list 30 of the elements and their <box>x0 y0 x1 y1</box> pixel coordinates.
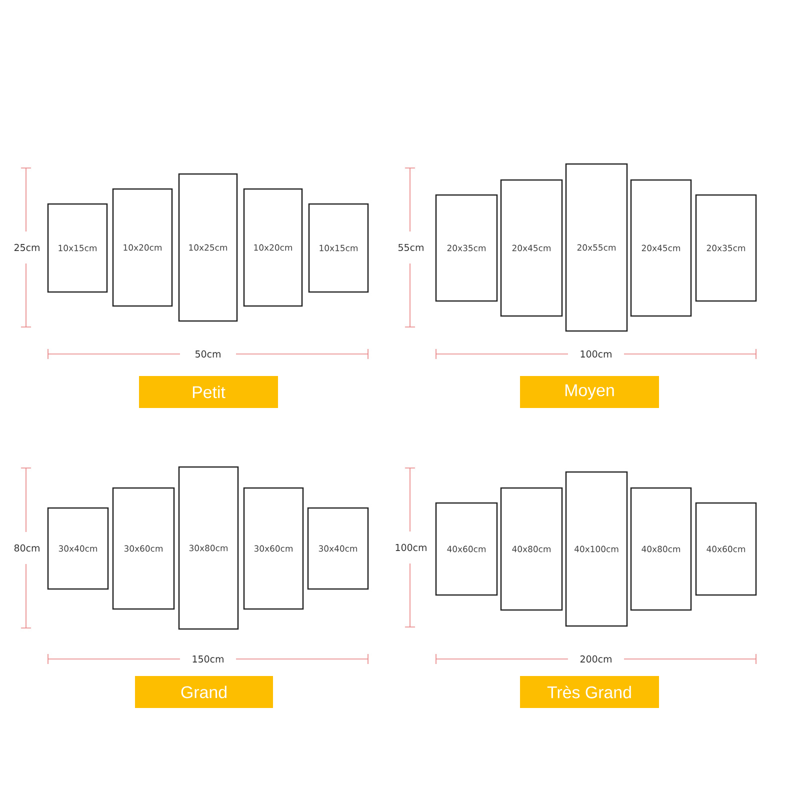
panel-box: 10x20cm <box>243 188 303 307</box>
panel-box: 20x35cm <box>435 194 498 302</box>
panel-box: 40x100cm <box>565 471 628 627</box>
dimension-label: 150cm <box>192 655 224 663</box>
panel-box: 40x60cm <box>695 502 757 596</box>
size-tag: Grand <box>135 676 273 708</box>
dimension-label: 55cm <box>398 244 424 252</box>
size-tag: Moyen <box>520 376 659 408</box>
panel-box: 10x15cm <box>308 203 369 293</box>
panel-box: 30x60cm <box>243 487 304 610</box>
dimension-label: 100cm <box>396 544 426 552</box>
dimension-label: 50cm <box>196 350 220 358</box>
panel-box: 30x80cm <box>178 466 239 630</box>
panel-box: 20x35cm <box>695 194 757 302</box>
panel-box: 10x15cm <box>47 203 108 293</box>
panel-box: 20x45cm <box>500 179 563 317</box>
size-tag: Très Grand <box>520 676 659 708</box>
panel-box: 20x55cm <box>565 163 628 332</box>
panel-box: 30x40cm <box>47 507 109 590</box>
panel-box: 40x60cm <box>435 502 498 596</box>
panel-box: 40x80cm <box>500 487 563 611</box>
panel-box: 10x25cm <box>178 173 238 322</box>
panel-box: 30x60cm <box>112 487 175 610</box>
panel-box: 40x80cm <box>630 487 692 611</box>
dimension-label: 200cm <box>580 655 612 663</box>
panel-box: 10x20cm <box>112 188 173 307</box>
dimension-label: 100cm <box>580 350 612 358</box>
panel-box: 20x45cm <box>630 179 692 317</box>
panel-box: 30x40cm <box>307 507 369 590</box>
size-tag: Petit <box>139 376 278 408</box>
